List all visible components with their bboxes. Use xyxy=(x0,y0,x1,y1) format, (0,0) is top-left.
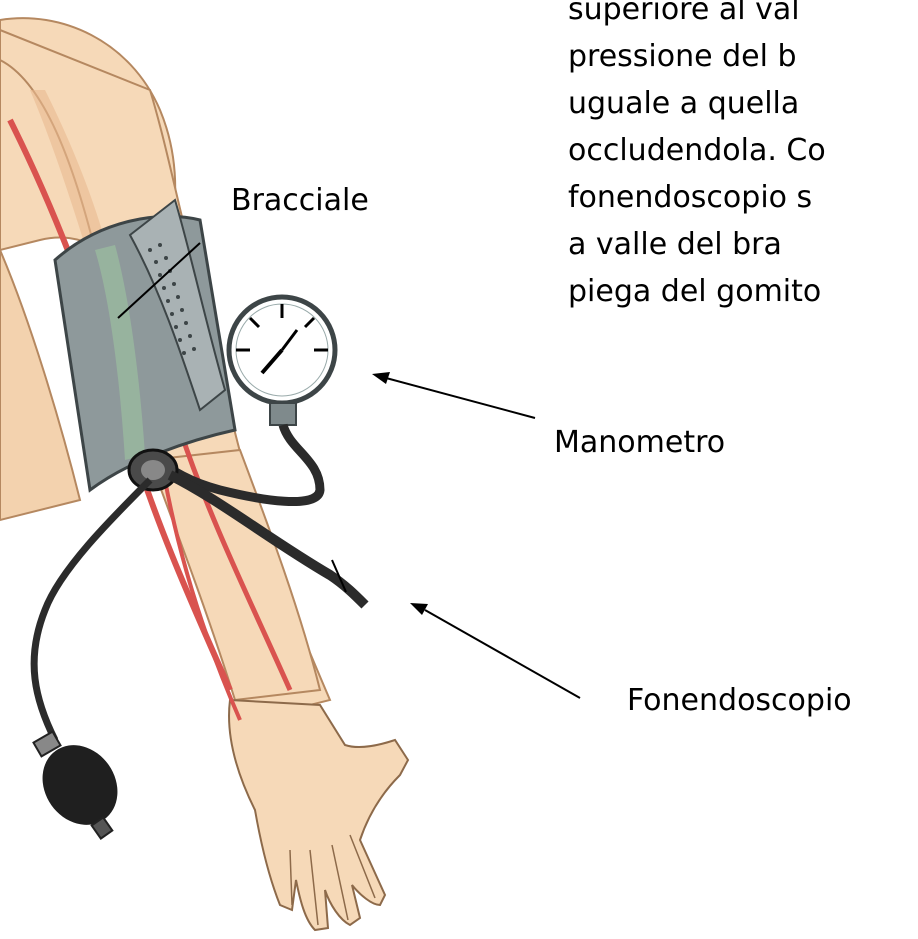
description-line: uguale a quella xyxy=(568,80,918,127)
description-line: occludendola. Co xyxy=(568,127,918,174)
arrow-fonendoscopio xyxy=(410,603,580,698)
description-line: pressione del b xyxy=(568,33,918,80)
label-manometro: Manometro xyxy=(554,425,725,460)
description-line: fonendoscopio s xyxy=(568,174,918,221)
arrow-manometro xyxy=(372,372,535,418)
label-fonendoscopio: Fonendoscopio xyxy=(627,683,852,718)
description-line: a valle del bra xyxy=(568,221,918,268)
description-line: piega del gomito xyxy=(568,268,918,315)
hand xyxy=(229,700,408,930)
description-line: superiore al val xyxy=(568,0,918,33)
inflation-bulb xyxy=(27,731,133,840)
description-text: superiore al val pressione del b uguale … xyxy=(568,0,918,315)
label-bracciale: Bracciale xyxy=(231,183,369,218)
forearm xyxy=(150,450,320,700)
bulb-tube xyxy=(34,480,150,740)
manometer xyxy=(229,297,335,425)
